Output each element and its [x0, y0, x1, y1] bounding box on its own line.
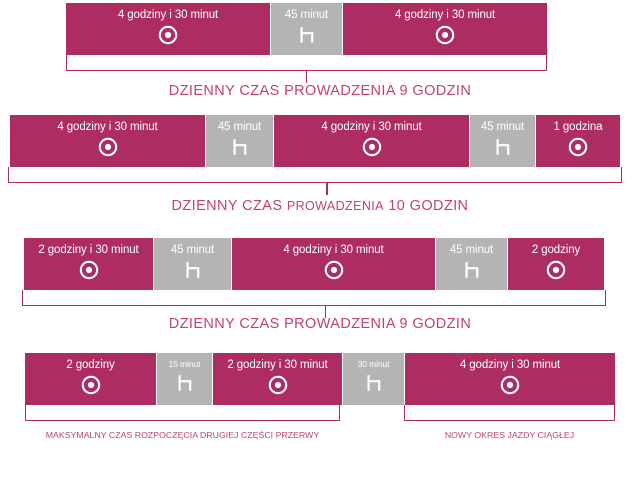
- bracket-stem: [305, 70, 308, 83]
- steering-wheel-icon: [98, 137, 118, 157]
- segment-label: 4 godziny i 30 minut: [117, 9, 219, 21]
- segment-rest[interactable]: 45 minut: [436, 238, 508, 290]
- segment-label: 45 minut: [449, 244, 494, 256]
- steering-wheel-icon: [268, 375, 288, 395]
- steering-wheel-icon: [500, 375, 520, 395]
- caption-row-3: DZIENNY CZAS PROWADZENIA 9 GODZIN: [168, 316, 472, 332]
- segment-label: 1 godzina: [553, 121, 603, 133]
- segment-label: 45 minut: [217, 121, 262, 133]
- bed-rest-icon: [230, 137, 250, 157]
- segment-label: 4 godziny i 30 minut: [283, 244, 384, 256]
- steering-wheel-icon: [362, 137, 382, 157]
- segment-drive[interactable]: 2 godziny i 30 minut: [24, 238, 154, 290]
- segment-label: 2 godziny i 30 minut: [38, 244, 139, 256]
- caption-row-4-first: MAKSYMALNY CZAS ROZPOCZĘCIA DRUGIEJ CZĘŚ…: [45, 430, 320, 440]
- segment-drive[interactable]: 2 godziny: [25, 353, 157, 405]
- segment-label: 45 minut: [480, 121, 525, 133]
- bed-rest-icon: [364, 373, 384, 393]
- caption-mid: PROWADZENIA: [286, 199, 384, 213]
- segment-label: 45 minut: [284, 9, 329, 21]
- steering-wheel-icon: [568, 137, 588, 157]
- steering-wheel-icon: [435, 25, 455, 45]
- segment-drive[interactable]: 1 godzina: [536, 115, 620, 167]
- bed-rest-icon: [297, 25, 317, 45]
- segment-label: 2 godziny: [66, 359, 115, 371]
- segment-label: 4 godziny i 30 minut: [57, 121, 158, 133]
- segment-drive[interactable]: 2 godziny i 30 minut: [213, 353, 343, 405]
- timeline-row-1: 4 godziny i 30 minut 45 minut 4 godziny …: [66, 3, 547, 55]
- segment-drive[interactable]: 4 godziny i 30 minut: [66, 3, 271, 55]
- bracket-row-4-second: [404, 405, 615, 421]
- bed-rest-icon: [462, 260, 482, 280]
- bed-rest-icon: [183, 260, 203, 280]
- bracket-row-2: [8, 167, 622, 195]
- segment-rest[interactable]: 45 minut: [154, 238, 232, 290]
- caption-head: DZIENNY CZAS: [171, 198, 287, 214]
- timeline-row-2: 4 godziny i 30 minut 45 minut 4 godziny …: [10, 115, 620, 167]
- segment-label: 2 godziny i 30 minut: [227, 359, 328, 371]
- steering-wheel-icon: [158, 25, 178, 45]
- caption-row-2: DZIENNY CZAS PROWADZENIA 10 GODZIN: [0, 198, 640, 214]
- segment-drive[interactable]: 4 godziny i 30 minut: [343, 3, 547, 55]
- segment-rest[interactable]: 45 minut: [470, 115, 536, 167]
- segment-rest[interactable]: 45 minut: [206, 115, 274, 167]
- segment-drive[interactable]: 4 godziny i 30 minut: [232, 238, 436, 290]
- segment-label: 2 godziny: [531, 244, 581, 256]
- segment-label: 4 godziny i 30 minut: [394, 9, 496, 21]
- segment-drive[interactable]: 4 godziny i 30 minut: [405, 353, 615, 405]
- steering-wheel-icon: [546, 260, 566, 280]
- steering-wheel-icon: [324, 260, 344, 280]
- segment-rest[interactable]: 15 minut: [157, 353, 213, 405]
- segment-label: 4 godziny i 30 minut: [459, 359, 561, 371]
- bracket-stem: [324, 305, 327, 318]
- timeline-row-4: 2 godziny 15 minut 2 godziny i 30 minut …: [25, 353, 615, 405]
- bracket-row-3: [22, 290, 606, 318]
- caption-row-1: DZIENNY CZAS PROWADZENIA 9 GODZIN: [168, 83, 472, 99]
- bracket-stem: [326, 182, 329, 195]
- segment-drive[interactable]: 4 godziny i 30 minut: [274, 115, 470, 167]
- segment-label: 15 minut: [168, 359, 201, 369]
- bracket-row-1: [66, 55, 547, 83]
- bed-rest-icon: [175, 373, 195, 393]
- bracket-row-4-first: [25, 405, 340, 421]
- timeline-row-3: 2 godziny i 30 minut 45 minut 4 godziny …: [24, 238, 604, 290]
- segment-rest[interactable]: 30 minut: [343, 353, 405, 405]
- bed-rest-icon: [493, 137, 513, 157]
- steering-wheel-icon: [81, 375, 101, 395]
- segment-label: 4 godziny i 30 minut: [321, 121, 422, 133]
- segment-label: 30 minut: [357, 359, 390, 369]
- segment-rest[interactable]: 45 minut: [271, 3, 343, 55]
- steering-wheel-icon: [79, 260, 99, 280]
- caption-tail: 10 GODZIN: [383, 198, 469, 214]
- segment-label: 45 minut: [170, 244, 215, 256]
- caption-row-4-second: NOWY OKRES JAZDY CIĄGŁEJ: [444, 430, 575, 440]
- segment-drive[interactable]: 2 godziny: [508, 238, 604, 290]
- segment-drive[interactable]: 4 godziny i 30 minut: [10, 115, 206, 167]
